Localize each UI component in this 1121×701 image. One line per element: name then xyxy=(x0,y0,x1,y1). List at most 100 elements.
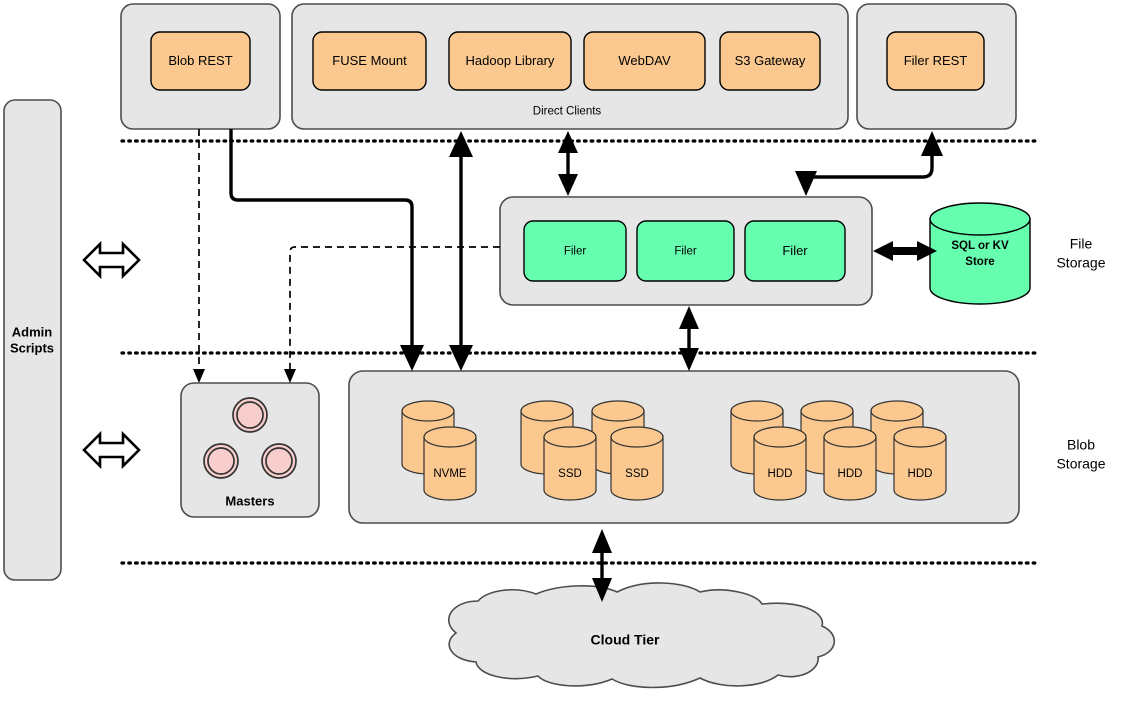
metadata-store-body[interactable] xyxy=(929,218,1031,305)
ssd-disk-group[interactable]: SSD SSD xyxy=(520,400,664,501)
directclients-filer-arrowhead-down xyxy=(558,174,578,196)
hadoop-library-box[interactable] xyxy=(448,31,572,91)
ssd-disk-front-2-body[interactable] xyxy=(610,436,664,501)
metadata-store-label-line1: SQL or KV xyxy=(951,240,1009,252)
directclients-filer-arrowhead-up xyxy=(558,131,578,153)
metadata-store[interactable]: SQL or KV Store xyxy=(929,202,1031,305)
blob-storage-label-line1: Blob xyxy=(1067,437,1095,453)
file-storage-label-line2: Storage xyxy=(1056,255,1105,271)
file-storage-label: File Storage xyxy=(1056,236,1105,271)
filer-cluster[interactable]: Filer Filer Filer xyxy=(499,196,873,306)
blobrest-masters-arrowhead xyxy=(193,369,205,383)
blobstorage-cloud-arrowhead-down xyxy=(592,578,612,602)
blob-storage-label-line2: Storage xyxy=(1056,456,1105,472)
filer-blobstorage-arrowhead-up xyxy=(679,306,699,329)
filer-box-3[interactable] xyxy=(744,220,846,282)
filer-box-2[interactable] xyxy=(636,220,735,282)
s3-gateway-box[interactable] xyxy=(719,31,821,91)
ssd-disk-label-1: SSD xyxy=(558,468,582,480)
filerrest-filer-link xyxy=(795,131,943,196)
filer-blobstorage-link xyxy=(679,306,699,371)
filer-rest-group[interactable]: Filer REST xyxy=(856,3,1017,130)
admin-scripts-label-line1: Admin xyxy=(12,324,53,339)
hdd-disk-front-3-top xyxy=(893,426,947,448)
filer-rest-box[interactable] xyxy=(886,31,985,91)
hdd-disk-front-3-body[interactable] xyxy=(893,436,947,501)
master-node-3[interactable] xyxy=(261,443,297,479)
fuse-mount-label: FUSE Mount xyxy=(332,53,407,68)
ssd-disk-front-2-top xyxy=(610,426,664,448)
metadata-store-top xyxy=(929,202,1031,236)
cloud-tier-label: Cloud Tier xyxy=(591,632,661,648)
cloud-shape[interactable] xyxy=(448,582,836,689)
nvme-disk-group[interactable]: NVME xyxy=(401,400,477,501)
filer-metastore-arrow xyxy=(873,241,937,261)
directclients-blobstorage-arrowhead-up xyxy=(449,131,473,157)
blobstorage-cloud-arrowhead-up xyxy=(592,529,612,553)
blobrest-blobstorage-link xyxy=(229,129,424,371)
admin-scripts-box[interactable] xyxy=(3,99,62,581)
admin-scripts-panel[interactable]: Admin Scripts xyxy=(3,99,62,581)
blobrest-masters-link xyxy=(193,129,205,383)
master-node-1[interactable] xyxy=(232,397,268,433)
ssd-disk-back-1-top xyxy=(520,400,574,422)
masters-label: Masters xyxy=(225,493,274,508)
blob-rest-label: Blob REST xyxy=(168,53,232,68)
cloud-tier[interactable]: Cloud Tier xyxy=(448,582,836,689)
webdav-label: WebDAV xyxy=(618,53,671,68)
direct-clients-caption: Direct Clients xyxy=(533,106,602,118)
nvme-disk-label: NVME xyxy=(433,468,467,480)
ssd-disk-back-2-top xyxy=(591,400,645,422)
blob-storage-label: Blob Storage xyxy=(1056,437,1105,472)
masters-box[interactable] xyxy=(180,382,320,518)
nvme-disk-back-1-top xyxy=(401,400,455,422)
filerrest-filer-arrowhead-up xyxy=(921,131,943,156)
filerrest-filer-arrowhead-down xyxy=(795,171,817,196)
blobrest-blobstorage-arrowhead xyxy=(400,345,424,371)
s3-gateway-label: S3 Gateway xyxy=(735,53,806,68)
filer-rest-label: Filer REST xyxy=(904,53,968,68)
direct-clients-group[interactable]: FUSE Mount Hadoop Library WebDAV S3 Gate… xyxy=(291,3,849,130)
hdd-disk-label-1: HDD xyxy=(768,468,793,480)
hdd-disk-back-2-top xyxy=(800,400,854,422)
ssd-disk-front-1-top xyxy=(543,426,597,448)
directclients-blobstorage-arrowhead-down xyxy=(449,345,473,371)
directclients-filer-link xyxy=(558,131,578,196)
nvme-disk-front-1-body[interactable] xyxy=(423,436,477,501)
hdd-disk-back-3-top xyxy=(870,400,924,422)
filer-masters-arrowhead xyxy=(284,369,296,383)
admin-scripts-label-line2: Scripts xyxy=(10,340,54,355)
filer-masters-link xyxy=(284,246,500,383)
blobstorage-cloud-link xyxy=(592,529,612,602)
ssd-disk-label-2: SSD xyxy=(625,468,649,480)
fuse-mount-box[interactable] xyxy=(312,31,427,91)
metadata-store-label-line2: Store xyxy=(965,256,994,268)
hdd-disk-front-2-body[interactable] xyxy=(823,436,877,501)
ssd-disk-front-1-body[interactable] xyxy=(543,436,597,501)
hdd-disk-group[interactable]: HDD HDD HDD xyxy=(730,400,947,501)
masters-cluster[interactable]: Masters xyxy=(180,382,320,518)
blob-storage-cluster[interactable]: NVME SSD SSD HDD xyxy=(348,370,1020,524)
filer-label-1: Filer xyxy=(564,246,587,258)
blob-rest-group[interactable]: Blob REST xyxy=(120,3,281,130)
hdd-disk-label-3: HDD xyxy=(908,468,933,480)
hdd-disk-front-2-top xyxy=(823,426,877,448)
filer-blobstorage-arrowhead-down xyxy=(679,348,699,371)
nvme-disk-front-1-top xyxy=(423,426,477,448)
hdd-disk-back-1-top xyxy=(730,400,784,422)
hdd-disk-label-2: HDD xyxy=(838,468,863,480)
filer-box-1[interactable] xyxy=(523,220,627,282)
admin-to-masters-arrow xyxy=(82,430,141,470)
hdd-disk-front-1-top xyxy=(753,426,807,448)
hadoop-library-label: Hadoop Library xyxy=(466,53,555,68)
filer-label-2: Filer xyxy=(674,246,697,258)
directclients-blobstorage-link xyxy=(449,131,473,371)
blob-rest-box[interactable] xyxy=(150,31,251,91)
master-node-2[interactable] xyxy=(203,443,239,479)
hdd-disk-front-1-body[interactable] xyxy=(753,436,807,501)
filer-label-3: Filer xyxy=(782,243,808,258)
admin-to-filer-arrow xyxy=(82,240,141,280)
webdav-box[interactable] xyxy=(583,31,706,91)
